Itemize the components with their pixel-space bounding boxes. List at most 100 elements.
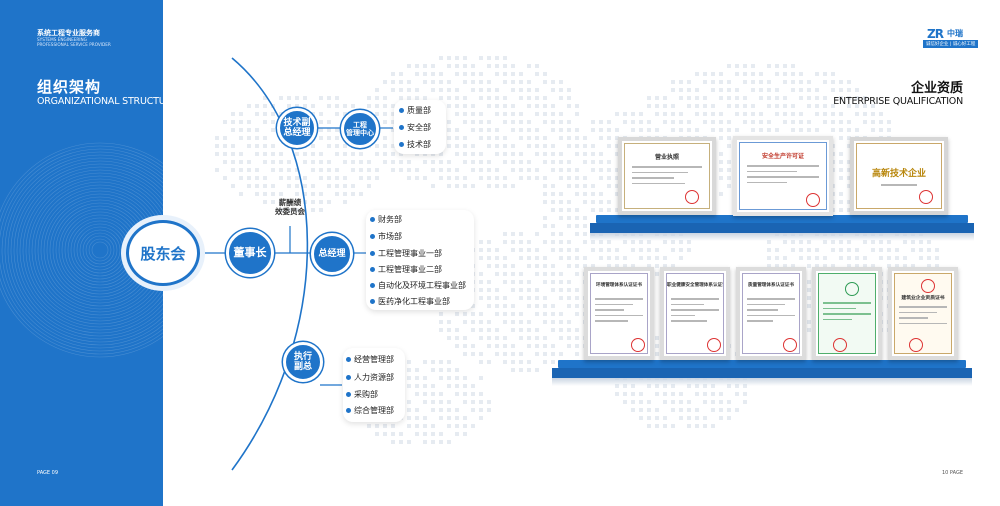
map-dot [495,296,499,300]
map-dot [567,328,571,332]
map-dot [487,120,491,124]
map-dot [727,416,731,420]
map-dot [447,424,451,428]
map-dot [375,432,379,436]
map-dot [839,112,843,116]
map-dot [831,184,835,188]
map-dot [567,336,571,340]
map-dot [599,256,603,260]
map-dot [839,136,843,140]
map-dot [487,160,491,164]
map-dot [503,240,507,244]
map-dot [847,200,851,204]
map-dot [223,152,227,156]
map-dot [695,112,699,116]
map-dot [687,104,691,108]
map-dot [575,224,579,228]
map-dot [279,168,283,172]
map-dot [879,128,883,132]
map-dot [831,168,835,172]
map-dot [519,128,523,132]
map-dot [455,88,459,92]
map-dot [575,216,579,220]
map-dot [799,240,803,244]
map-dot [711,80,715,84]
map-dot [695,96,699,100]
map-dot [535,272,539,276]
map-dot [855,264,859,268]
map-dot [679,88,683,92]
map-dot [671,248,675,252]
map-dot [407,368,411,372]
map-dot [511,352,515,356]
map-dot [703,80,707,84]
map-dot [839,80,843,84]
map-dot [695,392,699,396]
map-dot [423,392,427,396]
map-dot [239,160,243,164]
map-dot [215,136,219,140]
map-dot [423,152,427,156]
seal-icon [685,190,699,204]
map-dot [527,344,531,348]
map-dot [775,112,779,116]
map-dot [567,248,571,252]
map-dot [679,416,683,420]
map-dot [343,176,347,180]
map-dot [327,120,331,124]
map-dot [871,112,875,116]
map-dot [471,88,475,92]
map-dot [415,64,419,68]
map-dot [663,104,667,108]
map-dot [655,104,659,108]
map-dot [743,96,747,100]
ring [7,157,163,343]
map-dot [639,392,643,396]
map-dot [671,400,675,404]
map-dot [543,240,547,244]
map-dot [335,104,339,108]
map-dot [719,416,723,420]
map-dot [375,136,379,140]
map-dot [431,152,435,156]
map-dot [847,248,851,252]
map-dot [335,136,339,140]
map-dot [471,160,475,164]
seal-icon [631,338,645,352]
map-dot [479,72,483,76]
map-dot [591,264,595,268]
map-dot [535,144,539,148]
map-dot [479,376,483,380]
map-dot [751,120,755,124]
map-dot [487,96,491,100]
map-dot [463,136,467,140]
map-dot [327,184,331,188]
map-dot [455,128,459,132]
map-dot [711,128,715,132]
map-dot [311,192,315,196]
map-dot [591,168,595,172]
map-dot [487,304,491,308]
map-dot [527,248,531,252]
map-dot [527,96,531,100]
map-dot [383,104,387,108]
map-dot [327,128,331,132]
map-dot [807,288,811,292]
map-dot [463,392,467,396]
map-dot [775,96,779,100]
map-dot [855,128,859,132]
map-dot [575,104,579,108]
map-dot [471,144,475,148]
map-dot [615,256,619,260]
map-dot [695,384,699,388]
eng-center-node: 工程管理中心 [341,110,379,148]
emblem-icon [845,282,859,296]
map-dot [519,96,523,100]
map-dot [743,64,747,68]
map-dot [511,280,515,284]
map-dot [527,280,531,284]
map-dot [871,248,875,252]
map-dot [599,168,603,172]
map-dot [487,80,491,84]
map-dot [591,200,595,204]
